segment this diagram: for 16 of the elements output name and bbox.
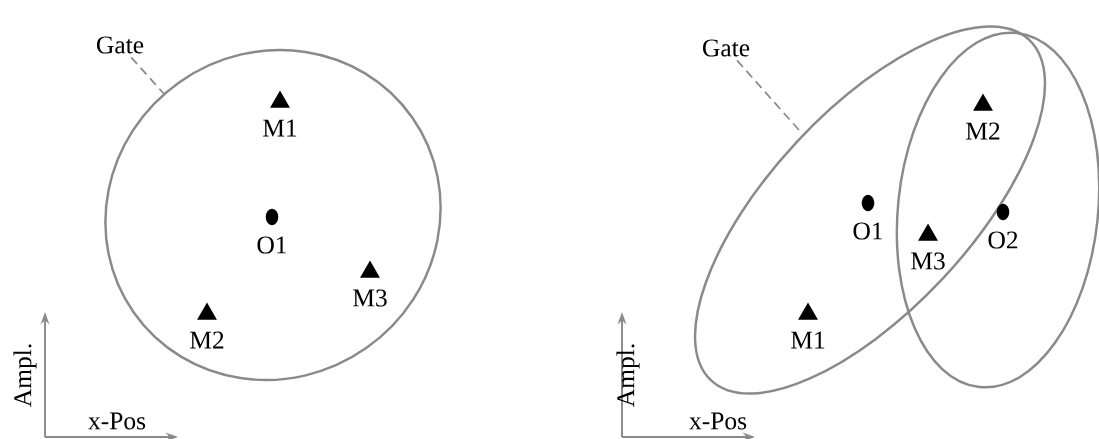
leader-line xyxy=(130,56,165,95)
gate-label: Gate xyxy=(703,39,750,57)
marker-label: M1 xyxy=(791,331,825,349)
axis-label: Ampl. xyxy=(13,344,37,407)
marker-label: M3 xyxy=(353,289,387,307)
marker-label: M1 xyxy=(263,119,297,137)
marker-label: M2 xyxy=(966,122,1000,140)
marker-label: O1 xyxy=(257,236,287,254)
axis-label: x-Pos xyxy=(88,412,146,430)
axis-label: Ampl. xyxy=(616,344,640,407)
gate-label: Gate xyxy=(97,36,144,54)
marker-label: O1 xyxy=(853,222,883,240)
axis-label: x-Pos xyxy=(689,412,747,430)
marker-label: O2 xyxy=(988,231,1018,249)
marker-label: M3 xyxy=(911,252,945,270)
marker-label: M2 xyxy=(190,331,224,349)
